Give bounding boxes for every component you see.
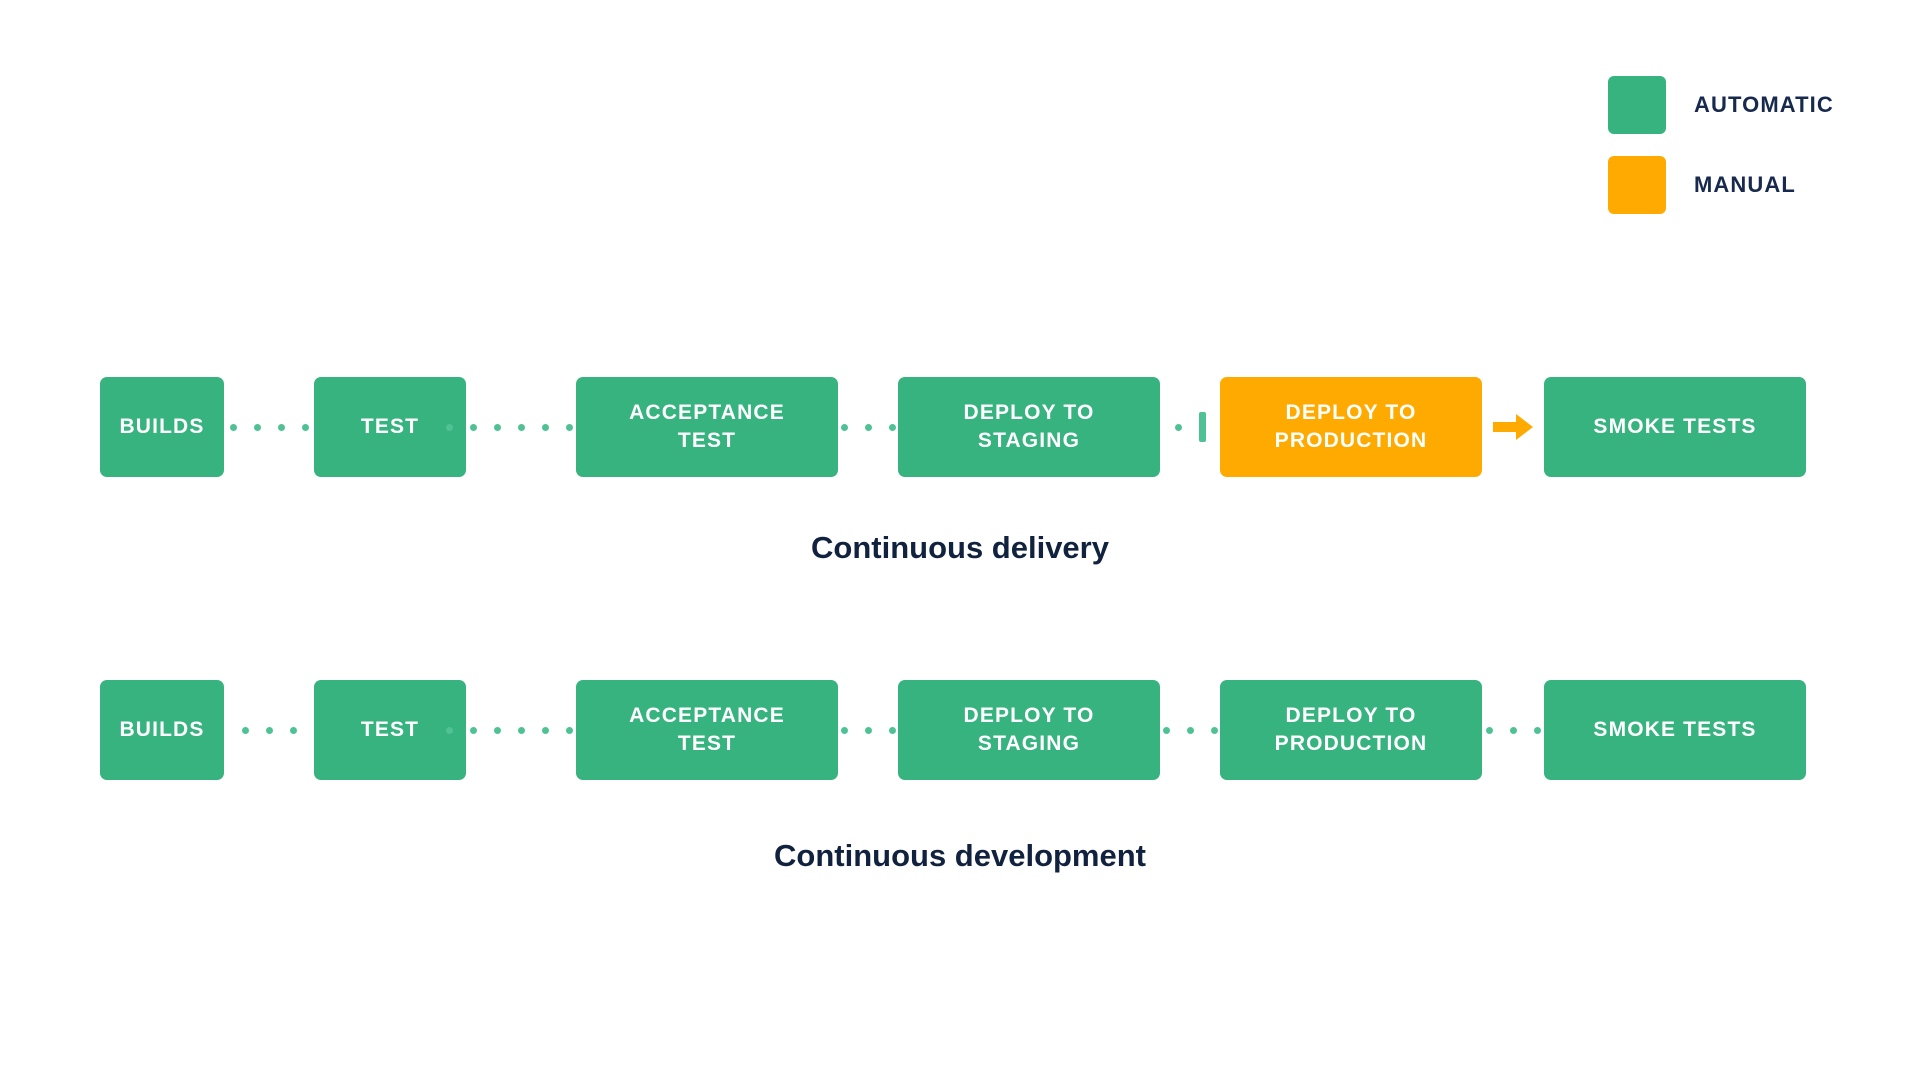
stage-box-smoke-tests[interactable]: SMOKE TESTS	[1544, 680, 1806, 780]
stage-box-builds[interactable]: BUILDS	[100, 680, 224, 780]
connector-dot	[1533, 726, 1541, 734]
connector-dot	[541, 423, 549, 431]
stage-box-deploy-to-production[interactable]: DEPLOY TO PRODUCTION	[1220, 680, 1482, 780]
connector-dot	[888, 423, 896, 431]
stage-box-deploy-to-staging[interactable]: DEPLOY TO STAGING	[898, 377, 1160, 477]
connector-dotted-continuous-development-1	[445, 680, 597, 780]
connector-dot	[888, 726, 896, 734]
stage-label: SMOKE TESTS	[1593, 415, 1757, 439]
connector-dot	[1174, 423, 1182, 431]
connector-dot	[445, 423, 453, 431]
arrow-right-icon	[1493, 414, 1533, 440]
connector-dot	[1186, 726, 1194, 734]
connector-dot	[277, 423, 285, 431]
stage-label: ACCEPTANCE TEST	[629, 401, 785, 452]
connector-dot	[840, 423, 848, 431]
connector-arrow-continuous-delivery-4	[1482, 377, 1544, 477]
connector-dot	[565, 726, 573, 734]
pipeline-continuous-development: BUILDS TEST ACCEPTANCE TEST DEPLOY TO STAGI…	[0, 675, 1920, 785]
stage-box-builds[interactable]: BUILDS	[100, 377, 224, 477]
legend-item-manual: MANUAL	[1608, 156, 1834, 214]
stage-label: DEPLOY TO PRODUCTION	[1274, 401, 1428, 452]
stage-label: DEPLOY TO PRODUCTION	[1274, 704, 1428, 755]
stage-label: TEST	[360, 718, 420, 742]
stage-box-test[interactable]: TEST	[314, 377, 466, 477]
connector-dotted-continuous-development-2	[838, 680, 898, 780]
connector-dot	[565, 423, 573, 431]
connector-dot	[241, 726, 249, 734]
connector-dot	[517, 423, 525, 431]
connector-dot	[517, 726, 525, 734]
connector-dot	[1485, 726, 1493, 734]
arrow-head	[1516, 414, 1533, 440]
connector-dotted-continuous-development-0	[224, 680, 314, 780]
stage-box-smoke-tests[interactable]: SMOKE TESTS	[1544, 377, 1806, 477]
stage-label: DEPLOY TO STAGING	[963, 401, 1095, 452]
stage-label: ACCEPTANCE TEST	[629, 704, 785, 755]
connector-dot-and-bar-continuous-delivery-3	[1160, 377, 1220, 477]
orange-square-swatch	[1608, 156, 1666, 214]
pipeline-continuous-delivery: BUILDS TEST ACCEPTANCE TEST DEPLOY TO STAGI…	[0, 372, 1920, 482]
stage-label: BUILDS	[119, 415, 205, 439]
stage-label: TEST	[360, 415, 420, 439]
connector-dot	[1210, 726, 1218, 734]
connector-dash-bar	[1198, 412, 1206, 442]
stage-box-acceptance-test[interactable]: ACCEPTANCE TEST	[576, 377, 838, 477]
connector-dot	[469, 423, 477, 431]
connector-dotted-continuous-delivery-2	[838, 377, 898, 477]
connector-dot	[493, 726, 501, 734]
connector-dotted-continuous-delivery-0	[224, 377, 314, 477]
connector-dot	[1162, 726, 1170, 734]
connector-dot	[541, 726, 549, 734]
caption-continuous-delivery: Continuous delivery	[811, 530, 1109, 565]
connector-dot	[864, 726, 872, 734]
connector-dot	[265, 726, 273, 734]
stage-label: SMOKE TESTS	[1593, 718, 1757, 742]
connector-dot	[229, 423, 237, 431]
stage-box-deploy-to-production[interactable]: DEPLOY TO PRODUCTION	[1220, 377, 1482, 477]
legend-label-automatic: AUTOMATIC	[1694, 92, 1834, 117]
connector-dot	[289, 726, 297, 734]
stage-box-test[interactable]: TEST	[314, 680, 466, 780]
connector-dot	[840, 726, 848, 734]
connector-dot	[469, 726, 477, 734]
legend-item-automatic: AUTOMATIC	[1608, 76, 1834, 134]
connector-dot	[445, 726, 453, 734]
stage-box-acceptance-test[interactable]: ACCEPTANCE TEST	[576, 680, 838, 780]
stage-box-deploy-to-staging[interactable]: DEPLOY TO STAGING	[898, 680, 1160, 780]
connector-dot	[864, 423, 872, 431]
connector-dotted-continuous-development-3	[1160, 680, 1220, 780]
stage-label: BUILDS	[119, 718, 205, 742]
stage-label: DEPLOY TO STAGING	[963, 704, 1095, 755]
connector-dot	[493, 423, 501, 431]
connector-dotted-continuous-development-4	[1482, 680, 1544, 780]
legend-label-manual: MANUAL	[1694, 172, 1796, 197]
legend: AUTOMATIC MANUAL	[1608, 76, 1834, 214]
green-square-swatch	[1608, 76, 1666, 134]
connector-dotted-continuous-delivery-1	[445, 377, 597, 477]
caption-continuous-development: Continuous development	[774, 838, 1146, 873]
connector-dot	[253, 423, 261, 431]
connector-dot	[1509, 726, 1517, 734]
arrow-shaft	[1493, 422, 1517, 432]
connector-dot	[301, 423, 309, 431]
